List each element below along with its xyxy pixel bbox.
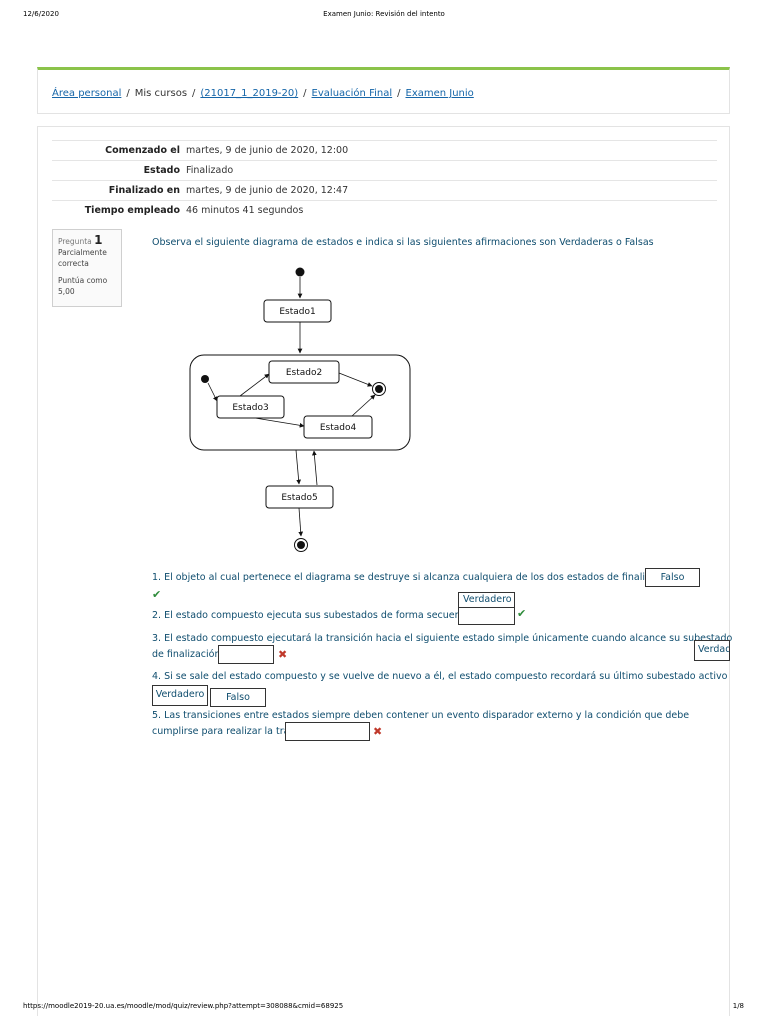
statement-4-text: 4. Si se sale del estado compuesto y se … xyxy=(152,671,728,682)
summary-row: Finalizado en martes, 9 de junio de 2020… xyxy=(52,180,717,201)
state-estado5: Estado5 xyxy=(265,485,334,509)
print-title: Examen Junio: Revisión del intento xyxy=(323,10,445,18)
check-icon: ✔ xyxy=(517,607,527,620)
summary-value: Finalizado xyxy=(186,160,717,181)
state-estado4: Estado4 xyxy=(303,415,373,439)
state-label: Estado5 xyxy=(281,493,317,503)
transition-arrow xyxy=(295,449,302,485)
print-page-number: 1/8 xyxy=(732,1002,744,1010)
statement-1-answer-select[interactable]: Falso xyxy=(645,568,700,587)
summary-row: Tiempo empleado 46 minutos 41 segundos xyxy=(52,200,717,220)
question-text: Observa el siguiente diagrama de estados… xyxy=(152,237,654,248)
statement-5-text-line2: cumplirse para realizar la transición xyxy=(152,726,323,737)
question-info-box: Pregunta 1 Parcialmente correcta Puntúa … xyxy=(52,229,122,307)
state-estado1: Estado1 xyxy=(263,299,332,323)
statement-2-answer-select[interactable]: Verdadero xyxy=(458,592,515,625)
breadcrumb-separator: / xyxy=(397,88,401,99)
question-number: 1 xyxy=(94,233,103,247)
transition-arrow xyxy=(351,394,376,417)
statement-4-option-falso[interactable]: Falso xyxy=(210,688,266,707)
print-date: 12/6/2020 xyxy=(23,10,59,18)
breadcrumb-link-examen-junio[interactable]: Examen Junio xyxy=(405,88,474,99)
transition-arrow xyxy=(338,372,373,387)
statement-3-text-line1: 3. El estado compuesto ejecutará la tran… xyxy=(152,633,733,644)
cross-icon: ✖ xyxy=(278,648,288,661)
statement-3-answer-dropdown-option[interactable]: Verdad xyxy=(694,640,730,661)
statement-3-text-line2: de finalización xyxy=(152,649,221,660)
statement-1-text: 1. El objeto al cual pertenece el diagra… xyxy=(152,572,676,583)
summary-label: Comenzado el xyxy=(52,140,186,161)
select-divider xyxy=(458,607,515,608)
breadcrumb-card: Área personal / Mis cursos / (21017_1_2019-2… xyxy=(37,67,730,114)
initial-state-icon xyxy=(295,267,305,277)
check-icon: ✔ xyxy=(152,588,162,601)
breadcrumb-separator: / xyxy=(303,88,307,99)
breadcrumb: Área personal / Mis cursos / (21017_1_2019-2… xyxy=(52,88,474,99)
attempt-summary-table: Comenzado el martes, 9 de junio de 2020,… xyxy=(52,140,717,220)
breadcrumb-link-course[interactable]: (21017_1_2019-20) xyxy=(200,88,299,99)
statement-2-answer-value: Verdadero xyxy=(463,594,512,605)
transition-arrow xyxy=(254,417,305,428)
statement-2-text: 2. El estado compuesto ejecuta sus subes… xyxy=(152,610,477,621)
breadcrumb-item-mis-cursos: Mis cursos xyxy=(134,88,188,99)
breadcrumb-separator: / xyxy=(126,88,130,99)
summary-row: Comenzado el martes, 9 de junio de 2020,… xyxy=(52,140,717,161)
summary-label: Estado xyxy=(52,160,186,181)
summary-value: martes, 9 de junio de 2020, 12:47 xyxy=(186,180,717,201)
transition-arrow xyxy=(239,373,270,397)
final-state-icon xyxy=(294,538,308,552)
state-label: Estado4 xyxy=(320,423,357,433)
summary-label: Tiempo empleado xyxy=(52,200,186,220)
state-label: Estado1 xyxy=(279,307,315,317)
question-grade: Puntúa como 5,00 xyxy=(58,276,108,296)
summary-value: martes, 9 de junio de 2020, 12:00 xyxy=(186,140,717,161)
summary-label: Finalizado en xyxy=(52,180,186,201)
statement-3-answer-select[interactable] xyxy=(218,645,274,664)
summary-row: Estado Finalizado xyxy=(52,160,717,181)
quiz-review-card xyxy=(37,126,730,1016)
state-label: Estado2 xyxy=(286,368,322,378)
statement-5-text-line1: 5. Las transiciones entre estados siempr… xyxy=(152,710,690,721)
statement-5-answer-select[interactable] xyxy=(285,722,370,741)
state-estado3: Estado3 xyxy=(216,395,285,419)
question-label: Pregunta xyxy=(58,237,92,246)
state-label: Estado3 xyxy=(232,403,268,413)
breadcrumb-link-evaluacion-final[interactable]: Evaluación Final xyxy=(311,88,393,99)
question-state: Parcialmente correcta xyxy=(58,248,107,268)
inner-final-state-icon xyxy=(372,382,386,396)
breadcrumb-separator: / xyxy=(192,88,196,99)
cross-icon: ✖ xyxy=(373,725,383,738)
transition-arrow xyxy=(207,382,218,402)
print-url: https://moodle2019-20.ua.es/moodle/mod/q… xyxy=(23,1002,344,1010)
statement-4-option-verdadero[interactable]: Verdadero xyxy=(152,685,208,706)
breadcrumb-link-area-personal[interactable]: Área personal xyxy=(52,88,122,99)
inner-initial-state-icon xyxy=(201,375,209,383)
transition-arrow xyxy=(298,507,304,537)
summary-value: 46 minutos 41 segundos xyxy=(186,200,717,220)
transition-arrow xyxy=(311,450,318,486)
state-diagram: Estado1 Estado2 Estado3 Estado4 Estado5 xyxy=(189,267,411,552)
state-estado2: Estado2 xyxy=(268,360,340,384)
